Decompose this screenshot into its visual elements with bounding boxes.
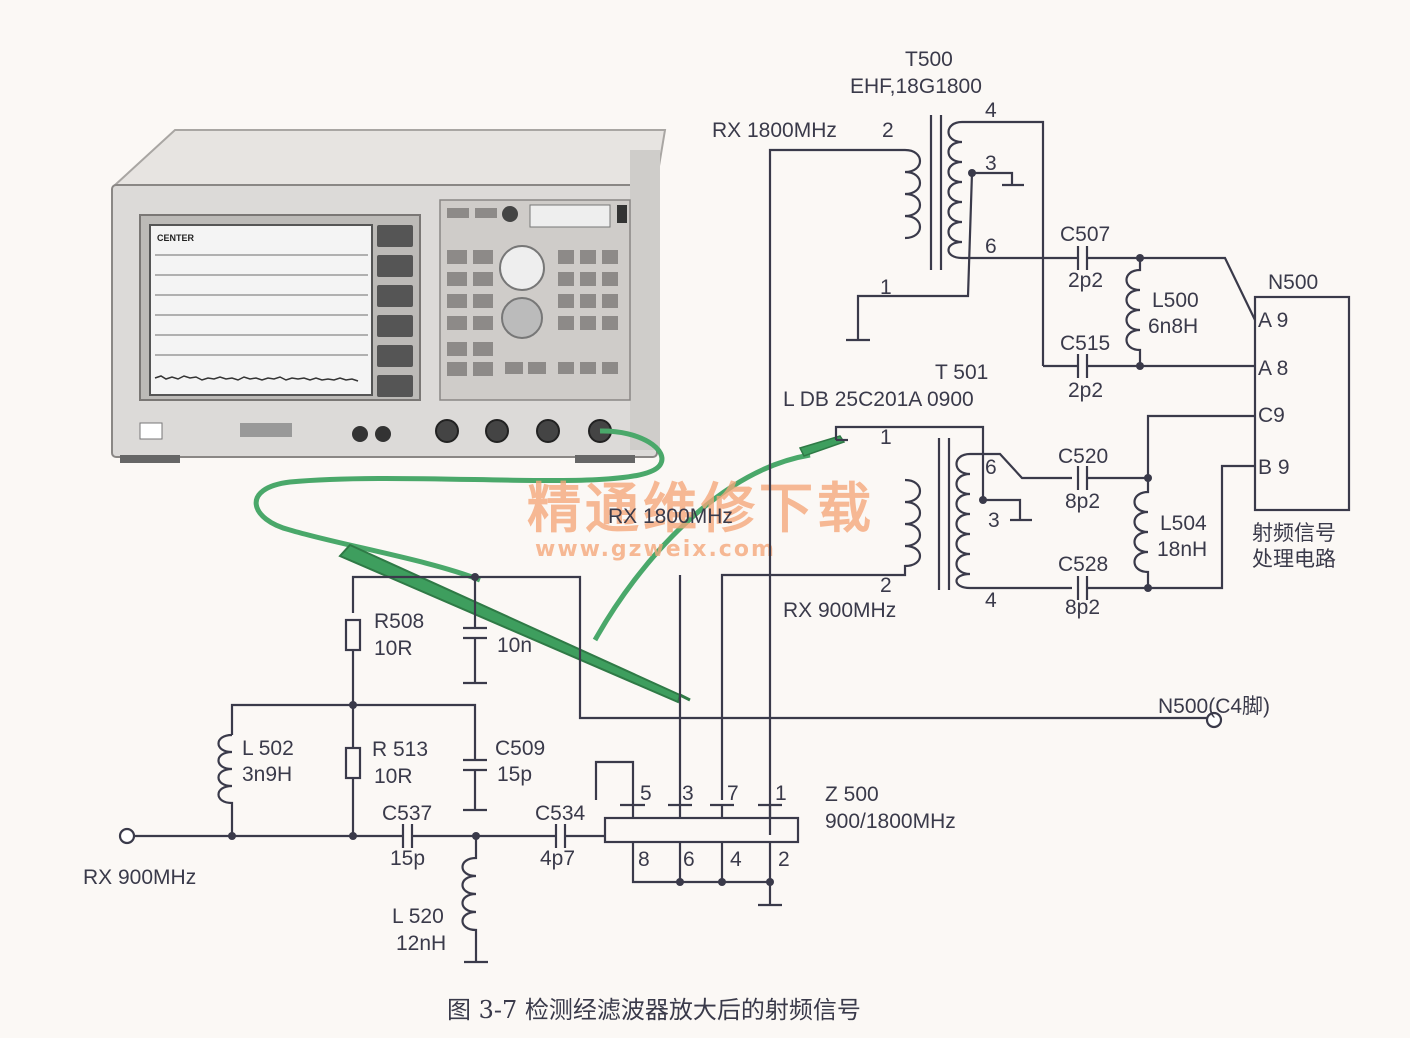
z500-pin1: 1 [775, 782, 787, 805]
z500-ref: Z 500 [825, 783, 879, 806]
c528-val: 8p2 [1065, 596, 1100, 619]
n500-desc-line2: 处理电路 [1252, 547, 1336, 571]
l504-ref: L504 [1160, 512, 1207, 535]
z500-pin8: 8 [638, 848, 650, 871]
r513-val: 10R [374, 765, 413, 788]
l500-ref: L500 [1152, 289, 1199, 312]
figure-caption: 图 3-7 检测经滤波器放大后的射频信号 [447, 996, 861, 1024]
c528-ref: C528 [1058, 553, 1108, 576]
c534-ref: C534 [535, 802, 586, 825]
l520-val: 12nH [396, 932, 446, 955]
t500-input-label: RX 1800MHz [712, 119, 837, 142]
watermark: 精通维修下载 www.gzweix.com [527, 477, 875, 562]
c507-ref: C507 [1060, 223, 1110, 246]
t501-pin1: 1 [880, 426, 892, 449]
r508-val: 10R [374, 637, 413, 660]
transformer-t500: T500 EHF,18G1800 RX 1800MHz 2 4 3 6 1 [712, 48, 1072, 835]
filter-z500: 5 3 7 1 8 6 4 2 Z 500 900/1800MHz [594, 575, 956, 907]
c537-val: 15p [390, 847, 425, 870]
n500-pin-a8: A 8 [1258, 357, 1288, 380]
t501-pin4: 4 [985, 589, 997, 612]
arrow-pad [501, 297, 543, 339]
t500-pin1: 1 [880, 276, 892, 299]
n500-pin-c9: C9 [1258, 404, 1285, 427]
c537-ref: C537 [382, 802, 432, 825]
t501-part: L DB 25C201A 0900 [783, 388, 974, 411]
z500-pin5: 5 [640, 782, 652, 805]
z500-pin3: 3 [682, 782, 694, 805]
analyzer-screen [149, 224, 373, 396]
t501-pin2: 2 [880, 574, 892, 597]
c520-ref: C520 [1058, 445, 1108, 468]
c515-ref: C515 [1060, 332, 1110, 355]
probe-point-label: RX 1800MHz [608, 505, 733, 528]
spectrum-analyzer-instrument: CENTER [111, 129, 667, 463]
t500-pin4: 4 [985, 99, 997, 122]
l520-ref: L 520 [392, 905, 444, 928]
z500-pin2: 2 [778, 848, 790, 871]
l502-ref: L 502 [242, 737, 294, 760]
c534-val: 4p7 [540, 847, 575, 870]
front-end-network: RX 1800MHz N500(C4脚) 10n R508 10R C509 1… [83, 505, 1270, 964]
z500-pin4: 4 [730, 848, 742, 871]
t500-pin6: 6 [985, 235, 997, 258]
t500-pin3: 3 [985, 152, 997, 175]
t500-ref: T500 [905, 48, 953, 71]
t501-input-label: RX 900MHz [783, 599, 896, 622]
r513-ref: R 513 [372, 738, 428, 761]
watermark-url: www.gzweix.com [535, 537, 776, 562]
c507-val: 2p2 [1068, 269, 1103, 292]
n500-ref: N500 [1268, 271, 1318, 294]
c509-val: 15p [497, 763, 532, 786]
rx900-input-label: RX 900MHz [83, 866, 196, 889]
rotary-knob [499, 245, 545, 291]
filter-1800: C507 2p2 C515 2p2 L500 6n8H [1043, 223, 1256, 402]
t501-ref: T 501 [935, 361, 988, 384]
t501-pin3: 3 [988, 509, 1000, 532]
c515-val: 2p2 [1068, 379, 1103, 402]
c509-ref: C509 [495, 737, 545, 760]
filter-900: C520 8p2 C528 8p2 L504 18nH [1058, 414, 1255, 619]
ic-n500: N500 A 9 A 8 C9 B 9 射频信号 处理电路 [1252, 271, 1351, 571]
t500-pin2: 2 [882, 119, 894, 142]
t500-part: EHF,18G1800 [850, 75, 982, 98]
z500-desc: 900/1800MHz [825, 810, 956, 833]
cap-10n-label: 10n [497, 634, 532, 657]
screen-center-label: CENTER [157, 233, 195, 243]
t501-pin6: 6 [985, 456, 997, 479]
n500-pin-b9: B 9 [1258, 456, 1290, 479]
transformer-t501: T 501 L DB 25C201A 0900 1 6 3 2 4 RX 900… [720, 361, 1072, 800]
z500-pin7: 7 [727, 782, 739, 805]
n500-desc-line1: 射频信号 [1252, 521, 1336, 545]
c520-val: 8p2 [1065, 490, 1100, 513]
l500-val: 6n8H [1148, 315, 1198, 338]
n500-c4-label: N500(C4脚) [1158, 695, 1270, 718]
watermark-text: 精通维修下载 [527, 477, 875, 540]
l504-val: 18nH [1157, 538, 1207, 561]
probe-cable [253, 428, 846, 704]
z500-pin6: 6 [683, 848, 695, 871]
r508-ref: R508 [374, 610, 424, 633]
l502-val: 3n9H [242, 763, 292, 786]
n500-pin-a9: A 9 [1258, 309, 1288, 332]
